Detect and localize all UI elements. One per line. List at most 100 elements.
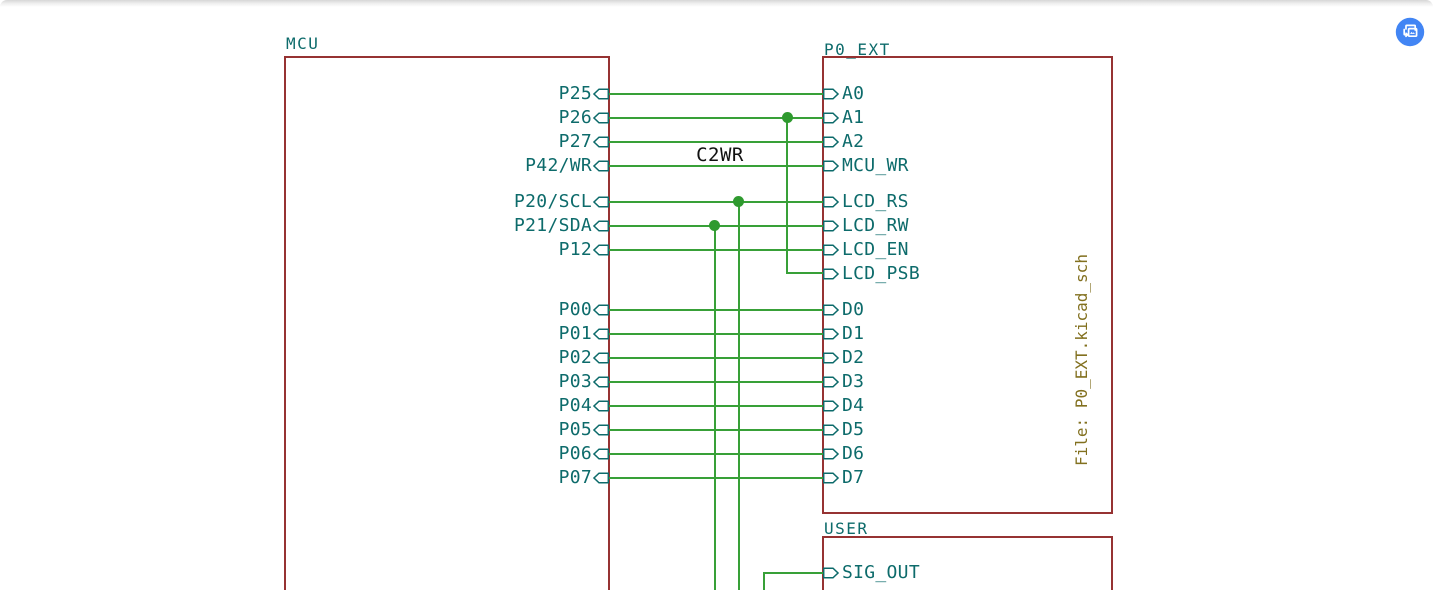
p0ext-pin-a1[interactable]: A1 xyxy=(823,107,865,128)
sheet-name-p0-ext: P0_EXT xyxy=(824,40,891,59)
sheet-pin-arrow-left-icon xyxy=(593,136,609,148)
pin-label: P25 xyxy=(558,83,592,104)
pin-label: LCD_RS xyxy=(842,191,909,212)
mcu-pin-p42-wr[interactable]: P42/WR xyxy=(420,155,609,176)
pin-label: D5 xyxy=(842,419,865,440)
p0ext-pin-d4[interactable]: D4 xyxy=(823,395,865,416)
p0ext-pin-lcd-rs[interactable]: LCD_RS xyxy=(823,191,909,212)
mcu-pin-p27[interactable]: P27 xyxy=(420,131,609,152)
p0ext-pin-mcu-wr[interactable]: MCU_WR xyxy=(823,157,909,175)
mcu-pin-p20-scl[interactable]: P20/SCL xyxy=(420,191,609,212)
wire-p27-a2 xyxy=(609,141,823,143)
sheet-pin-arrow-left-icon xyxy=(593,196,609,208)
p0ext-pin-d5[interactable]: D5 xyxy=(823,419,865,440)
wire-lcdpsb-stub xyxy=(786,272,823,274)
pin-label: P20/SCL xyxy=(514,191,592,212)
pin-label: P06 xyxy=(558,443,592,464)
pin-label: D4 xyxy=(842,395,865,416)
pin-label: SIG_OUT xyxy=(842,562,920,583)
sheet-pin-arrow-right-icon xyxy=(823,328,839,340)
p0ext-pin-a2[interactable]: A2 xyxy=(823,131,865,152)
pin-label: P42/WR xyxy=(525,155,592,176)
p0ext-pin-d2[interactable]: D2 xyxy=(823,349,864,367)
sheet-pin-arrow-right-icon xyxy=(823,88,839,100)
sheet-pin-arrow-right-icon xyxy=(823,567,839,579)
mcu-pin-p25[interactable]: P25 xyxy=(420,83,609,104)
sheet-block-user[interactable] xyxy=(822,536,1113,590)
sheet-pin-arrow-right-icon xyxy=(823,244,839,256)
p0ext-pin-d0[interactable]: D0 xyxy=(823,301,864,319)
mcu-pin-p21-sda[interactable]: P21/SDA xyxy=(420,217,609,235)
wire-p06-d6 xyxy=(609,453,823,455)
junction-dot-lcdrs xyxy=(733,196,744,207)
wire-a1-branch-vertical xyxy=(786,118,788,273)
sheet-pin-arrow-right-icon xyxy=(823,220,839,232)
p0ext-pin-d7[interactable]: D7 xyxy=(823,467,865,488)
wire-p00-d0 xyxy=(609,309,823,311)
sheet-pin-arrow-left-icon xyxy=(593,244,609,256)
sheet-pin-arrow-left-icon xyxy=(593,472,609,484)
pin-label: A2 xyxy=(842,131,865,152)
wire-lcdrw-branch-vertical xyxy=(714,226,716,590)
mcu-pin-p00[interactable]: P00 xyxy=(420,301,609,319)
p0ext-pin-lcd-rw[interactable]: LCD_RW xyxy=(823,215,909,236)
p0ext-pin-a0[interactable]: A0 xyxy=(823,83,865,104)
mcu-pin-p05[interactable]: P05 xyxy=(420,421,609,439)
wire-p42wr-mcuwr xyxy=(609,165,823,167)
mcu-pin-p26[interactable]: P26 xyxy=(420,107,609,128)
pin-label: P04 xyxy=(558,395,592,416)
sheet-block-p0-ext[interactable] xyxy=(822,56,1113,514)
sheet-pin-arrow-left-icon xyxy=(593,220,609,232)
sheet-file-label: File: P0_EXT.kicad_sch xyxy=(1072,254,1091,466)
p0ext-pin-lcd-en[interactable]: LCD_EN xyxy=(823,241,909,259)
sheet-pin-arrow-right-icon xyxy=(823,472,839,484)
mcu-pin-p02[interactable]: P02 xyxy=(420,349,609,367)
sheet-pin-arrow-right-icon xyxy=(823,136,839,148)
wire-p07-d7 xyxy=(609,477,823,479)
mcu-pin-p12[interactable]: P12 xyxy=(420,241,609,259)
p0ext-pin-d6[interactable]: D6 xyxy=(823,445,864,463)
pin-label: P26 xyxy=(558,107,592,128)
sheet-pin-arrow-left-icon xyxy=(593,352,609,364)
sheet-name-mcu: MCU xyxy=(286,34,320,53)
pin-label: D3 xyxy=(842,371,865,392)
pin-label: D7 xyxy=(842,467,865,488)
wire-sigout-horizontal xyxy=(763,572,823,574)
mcu-pin-p01[interactable]: P01 xyxy=(420,323,609,344)
pin-label: A1 xyxy=(842,107,865,128)
wire-p05-d5 xyxy=(609,429,823,431)
sheet-pin-arrow-right-icon xyxy=(823,112,839,124)
wire-p02-d2 xyxy=(609,357,823,359)
sheet-pin-arrow-right-icon xyxy=(823,448,839,460)
pin-label: D1 xyxy=(842,323,865,344)
sheet-block-mcu[interactable] xyxy=(284,56,610,590)
pin-label: A0 xyxy=(842,83,865,104)
screen-capture-button[interactable] xyxy=(1395,17,1425,47)
sheet-pin-arrow-right-icon xyxy=(823,400,839,412)
p0ext-pin-d3[interactable]: D3 xyxy=(823,371,865,392)
pin-label: P27 xyxy=(558,131,592,152)
user-pin-sig-out[interactable]: SIG_OUT xyxy=(823,562,920,583)
sheet-pin-arrow-right-icon xyxy=(823,424,839,436)
wire-p25-a0 xyxy=(609,93,823,95)
p0ext-pin-d1[interactable]: D1 xyxy=(823,323,865,344)
junction-dot-lcdrw xyxy=(709,220,720,231)
sheet-pin-arrow-right-icon xyxy=(823,376,839,388)
wire-p04-d4 xyxy=(609,405,823,407)
pin-label: LCD_PSB xyxy=(842,263,920,284)
pin-label: P07 xyxy=(558,467,592,488)
pin-label: LCD_RW xyxy=(842,215,909,236)
pin-label: P03 xyxy=(558,371,592,392)
sheet-pin-arrow-right-icon xyxy=(823,160,839,172)
wire-p20scl-lcdrs xyxy=(609,201,823,203)
mcu-pin-p06[interactable]: P06 xyxy=(420,443,609,464)
wire-sigout-vertical xyxy=(763,572,765,590)
sheet-pin-arrow-left-icon xyxy=(593,112,609,124)
pin-label: P01 xyxy=(558,323,592,344)
mcu-pin-p07[interactable]: P07 xyxy=(420,467,609,488)
mcu-pin-p03[interactable]: P03 xyxy=(420,371,609,392)
mcu-pin-p04[interactable]: P04 xyxy=(420,395,609,416)
junction-dot-a1 xyxy=(782,112,793,123)
p0ext-pin-lcd-psb[interactable]: LCD_PSB xyxy=(823,263,920,284)
